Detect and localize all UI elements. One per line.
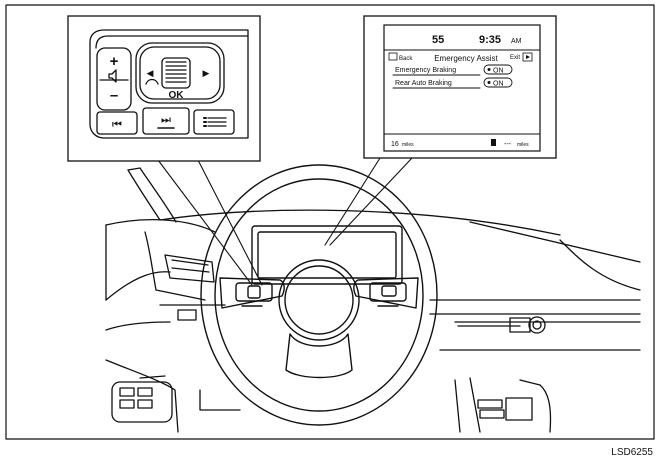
range-unit: miles bbox=[517, 142, 529, 148]
right-spoke-switch bbox=[369, 282, 407, 302]
steering-hub bbox=[278, 259, 360, 341]
menu-list-icon bbox=[203, 117, 227, 127]
emergency-braking-label: Emergency Braking bbox=[395, 67, 456, 74]
right-arrow-icon: ▶ bbox=[203, 68, 210, 78]
next-track-button bbox=[142, 107, 190, 135]
rear-auto-braking-label: Rear Auto Braking bbox=[395, 80, 452, 87]
scroll-wheel bbox=[161, 57, 191, 89]
time-readout: 9:35 bbox=[479, 34, 501, 46]
steering-wheel bbox=[200, 164, 438, 426]
odometer-value: 16 bbox=[391, 141, 399, 148]
emergency-braking-toggle bbox=[483, 64, 513, 75]
switch-callout: + – ◀ ▶ OK ⏮ ⏭ bbox=[67, 15, 261, 162]
ok-label: OK bbox=[169, 90, 185, 101]
rear-auto-braking-toggle bbox=[483, 77, 513, 88]
next-track-icon: ⏭ bbox=[161, 114, 171, 126]
prev-track-icon: ⏮ bbox=[112, 119, 122, 131]
dashboard-scene bbox=[105, 167, 641, 433]
back-arrow-icon bbox=[145, 78, 159, 85]
rear-auto-braking-value: ON bbox=[493, 81, 504, 88]
figure-code: LSD6255 bbox=[611, 447, 653, 458]
menu-list-button bbox=[193, 109, 235, 135]
figure-frame bbox=[5, 4, 655, 440]
odometer-unit: miles bbox=[402, 142, 414, 148]
range-value: --- bbox=[504, 141, 512, 148]
prev-track-button bbox=[96, 111, 138, 135]
back-icon bbox=[388, 52, 398, 61]
left-spoke-switch bbox=[235, 282, 273, 302]
volume-rocker bbox=[96, 47, 132, 111]
callout-pointers bbox=[157, 157, 413, 286]
display-callout: 55 9:35 AM Back Emergency Assist Exit Em… bbox=[363, 15, 557, 159]
exit-icon bbox=[522, 52, 533, 62]
dpad-housing bbox=[135, 42, 225, 104]
volume-down-label: – bbox=[110, 87, 118, 104]
speed-readout: 55 bbox=[432, 34, 444, 46]
left-arrow-icon: ◀ bbox=[147, 68, 154, 78]
fuel-icon bbox=[491, 139, 496, 146]
back-label: Back bbox=[399, 56, 413, 62]
speaker-icon bbox=[108, 69, 117, 83]
volume-up-label: + bbox=[110, 53, 119, 70]
menu-title: Emergency Assist bbox=[434, 54, 498, 63]
exit-label: Exit bbox=[510, 55, 520, 61]
emergency-braking-value: ON bbox=[493, 68, 504, 75]
ampm-readout: AM bbox=[511, 38, 522, 45]
instrument-cluster bbox=[251, 225, 403, 285]
